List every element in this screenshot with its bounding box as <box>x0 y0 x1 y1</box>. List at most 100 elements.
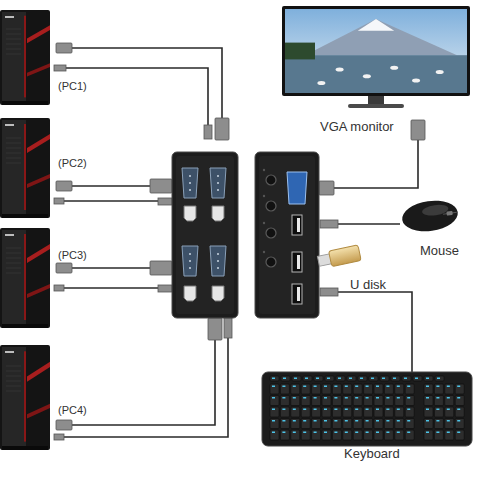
pc-tower: (PC2) <box>0 118 50 218</box>
keyboard-art <box>395 407 404 417</box>
keyboard-art <box>349 378 352 380</box>
keyboard-art <box>445 396 454 406</box>
status-led <box>263 251 265 253</box>
mouse-art <box>400 197 460 235</box>
cable-plug <box>319 181 334 195</box>
vga-monitor-art <box>285 9 467 93</box>
keyboard-art <box>395 396 404 406</box>
vga-monitor-art <box>358 19 394 31</box>
keyboard-art <box>376 386 379 388</box>
keyboard-art <box>314 409 317 411</box>
keyboard-art <box>447 386 450 388</box>
cable <box>338 223 400 225</box>
keyboard-art <box>360 378 363 380</box>
keyboard-art <box>434 407 443 417</box>
keyboard-art <box>270 384 279 394</box>
keyboard-art <box>376 432 379 434</box>
keyboard-art <box>455 396 464 406</box>
keyboard-art <box>436 386 439 388</box>
vga-monitor-art <box>336 67 344 71</box>
keyboard-art <box>281 376 290 381</box>
keyboard-art <box>270 430 279 440</box>
kvm-switch-unit <box>259 156 315 314</box>
pc-tower-art <box>24 16 26 98</box>
keyboard-art <box>447 420 450 422</box>
pc-tower-art <box>0 10 50 105</box>
vga-monitor-art <box>436 70 444 74</box>
keyboard-art <box>291 396 300 406</box>
pc-tower-art <box>27 362 50 382</box>
keyboard-art <box>314 420 317 422</box>
cable-plug <box>150 179 172 193</box>
keyboard-art <box>376 420 379 422</box>
usb-a-port <box>292 284 302 304</box>
keyboard-art <box>407 409 410 411</box>
vga-pin <box>189 267 191 269</box>
keyboard-art <box>397 432 400 434</box>
keyboard-art <box>393 378 396 380</box>
keyboard-art <box>447 432 450 434</box>
cable-plug <box>56 263 72 273</box>
keyboard-art <box>457 432 460 434</box>
keyboard-art <box>332 407 341 417</box>
keyboard-art <box>426 386 429 388</box>
keyboard-art <box>324 432 327 434</box>
cable <box>64 338 228 437</box>
usb-a-tongue <box>297 287 300 301</box>
keyboard-art <box>262 372 472 446</box>
usb-a-tongue <box>297 255 300 269</box>
keyboard-art <box>382 378 385 380</box>
keyboard-art <box>457 397 460 399</box>
pc-tower-art <box>6 253 21 254</box>
keyboard-art <box>280 407 289 417</box>
pc-tower-art <box>5 16 14 18</box>
keyboard-art <box>314 397 317 399</box>
cable-plug <box>208 318 222 340</box>
keyboard-art <box>415 378 418 380</box>
vga-monitor-art <box>390 66 398 70</box>
keyboard-art <box>364 407 373 417</box>
pc-tower: (PC1) <box>0 10 50 105</box>
keyboard-art <box>334 386 337 388</box>
keyboard-art <box>327 378 330 380</box>
cable <box>72 340 215 425</box>
pc-tower-art <box>6 268 21 269</box>
node-label: U disk <box>350 278 386 292</box>
usb-b-port <box>184 286 196 301</box>
vga-port <box>210 168 226 198</box>
pc-tower-art <box>27 174 50 188</box>
usb-a-port <box>292 215 302 235</box>
kvm-switch-unit <box>255 152 319 318</box>
keyboard-art <box>270 376 279 381</box>
keyboard-art <box>386 397 389 399</box>
pc-tower-art <box>6 138 21 139</box>
keyboard-art <box>345 409 348 411</box>
vga-monitor-art <box>282 6 470 96</box>
keyboard-art <box>424 384 433 394</box>
pc-tower-art <box>6 371 21 372</box>
mouse: Mouse <box>400 198 460 234</box>
keyboard-art <box>347 376 356 381</box>
keyboard-art <box>355 432 358 434</box>
status-led <box>263 169 265 171</box>
keyboard-art <box>282 386 285 388</box>
cable-plug <box>158 198 172 205</box>
vga-monitor-art <box>368 96 384 104</box>
keyboard-art <box>424 419 433 429</box>
vga-pin <box>189 175 191 177</box>
keyboard-art <box>324 386 327 388</box>
keyboard-art <box>380 376 389 381</box>
keyboard-art <box>366 432 369 434</box>
keyboard-art <box>436 409 439 411</box>
keyboard-art <box>395 384 404 394</box>
cable-plug <box>204 125 212 139</box>
keyboard-art <box>413 376 422 381</box>
keyboard-art <box>322 407 331 417</box>
keyboard-art <box>303 432 306 434</box>
vga-pin <box>217 253 219 255</box>
keyboard-art <box>386 409 389 411</box>
keyboard-art <box>457 409 460 411</box>
keyboard-art <box>405 419 414 429</box>
keyboard-art <box>397 420 400 422</box>
